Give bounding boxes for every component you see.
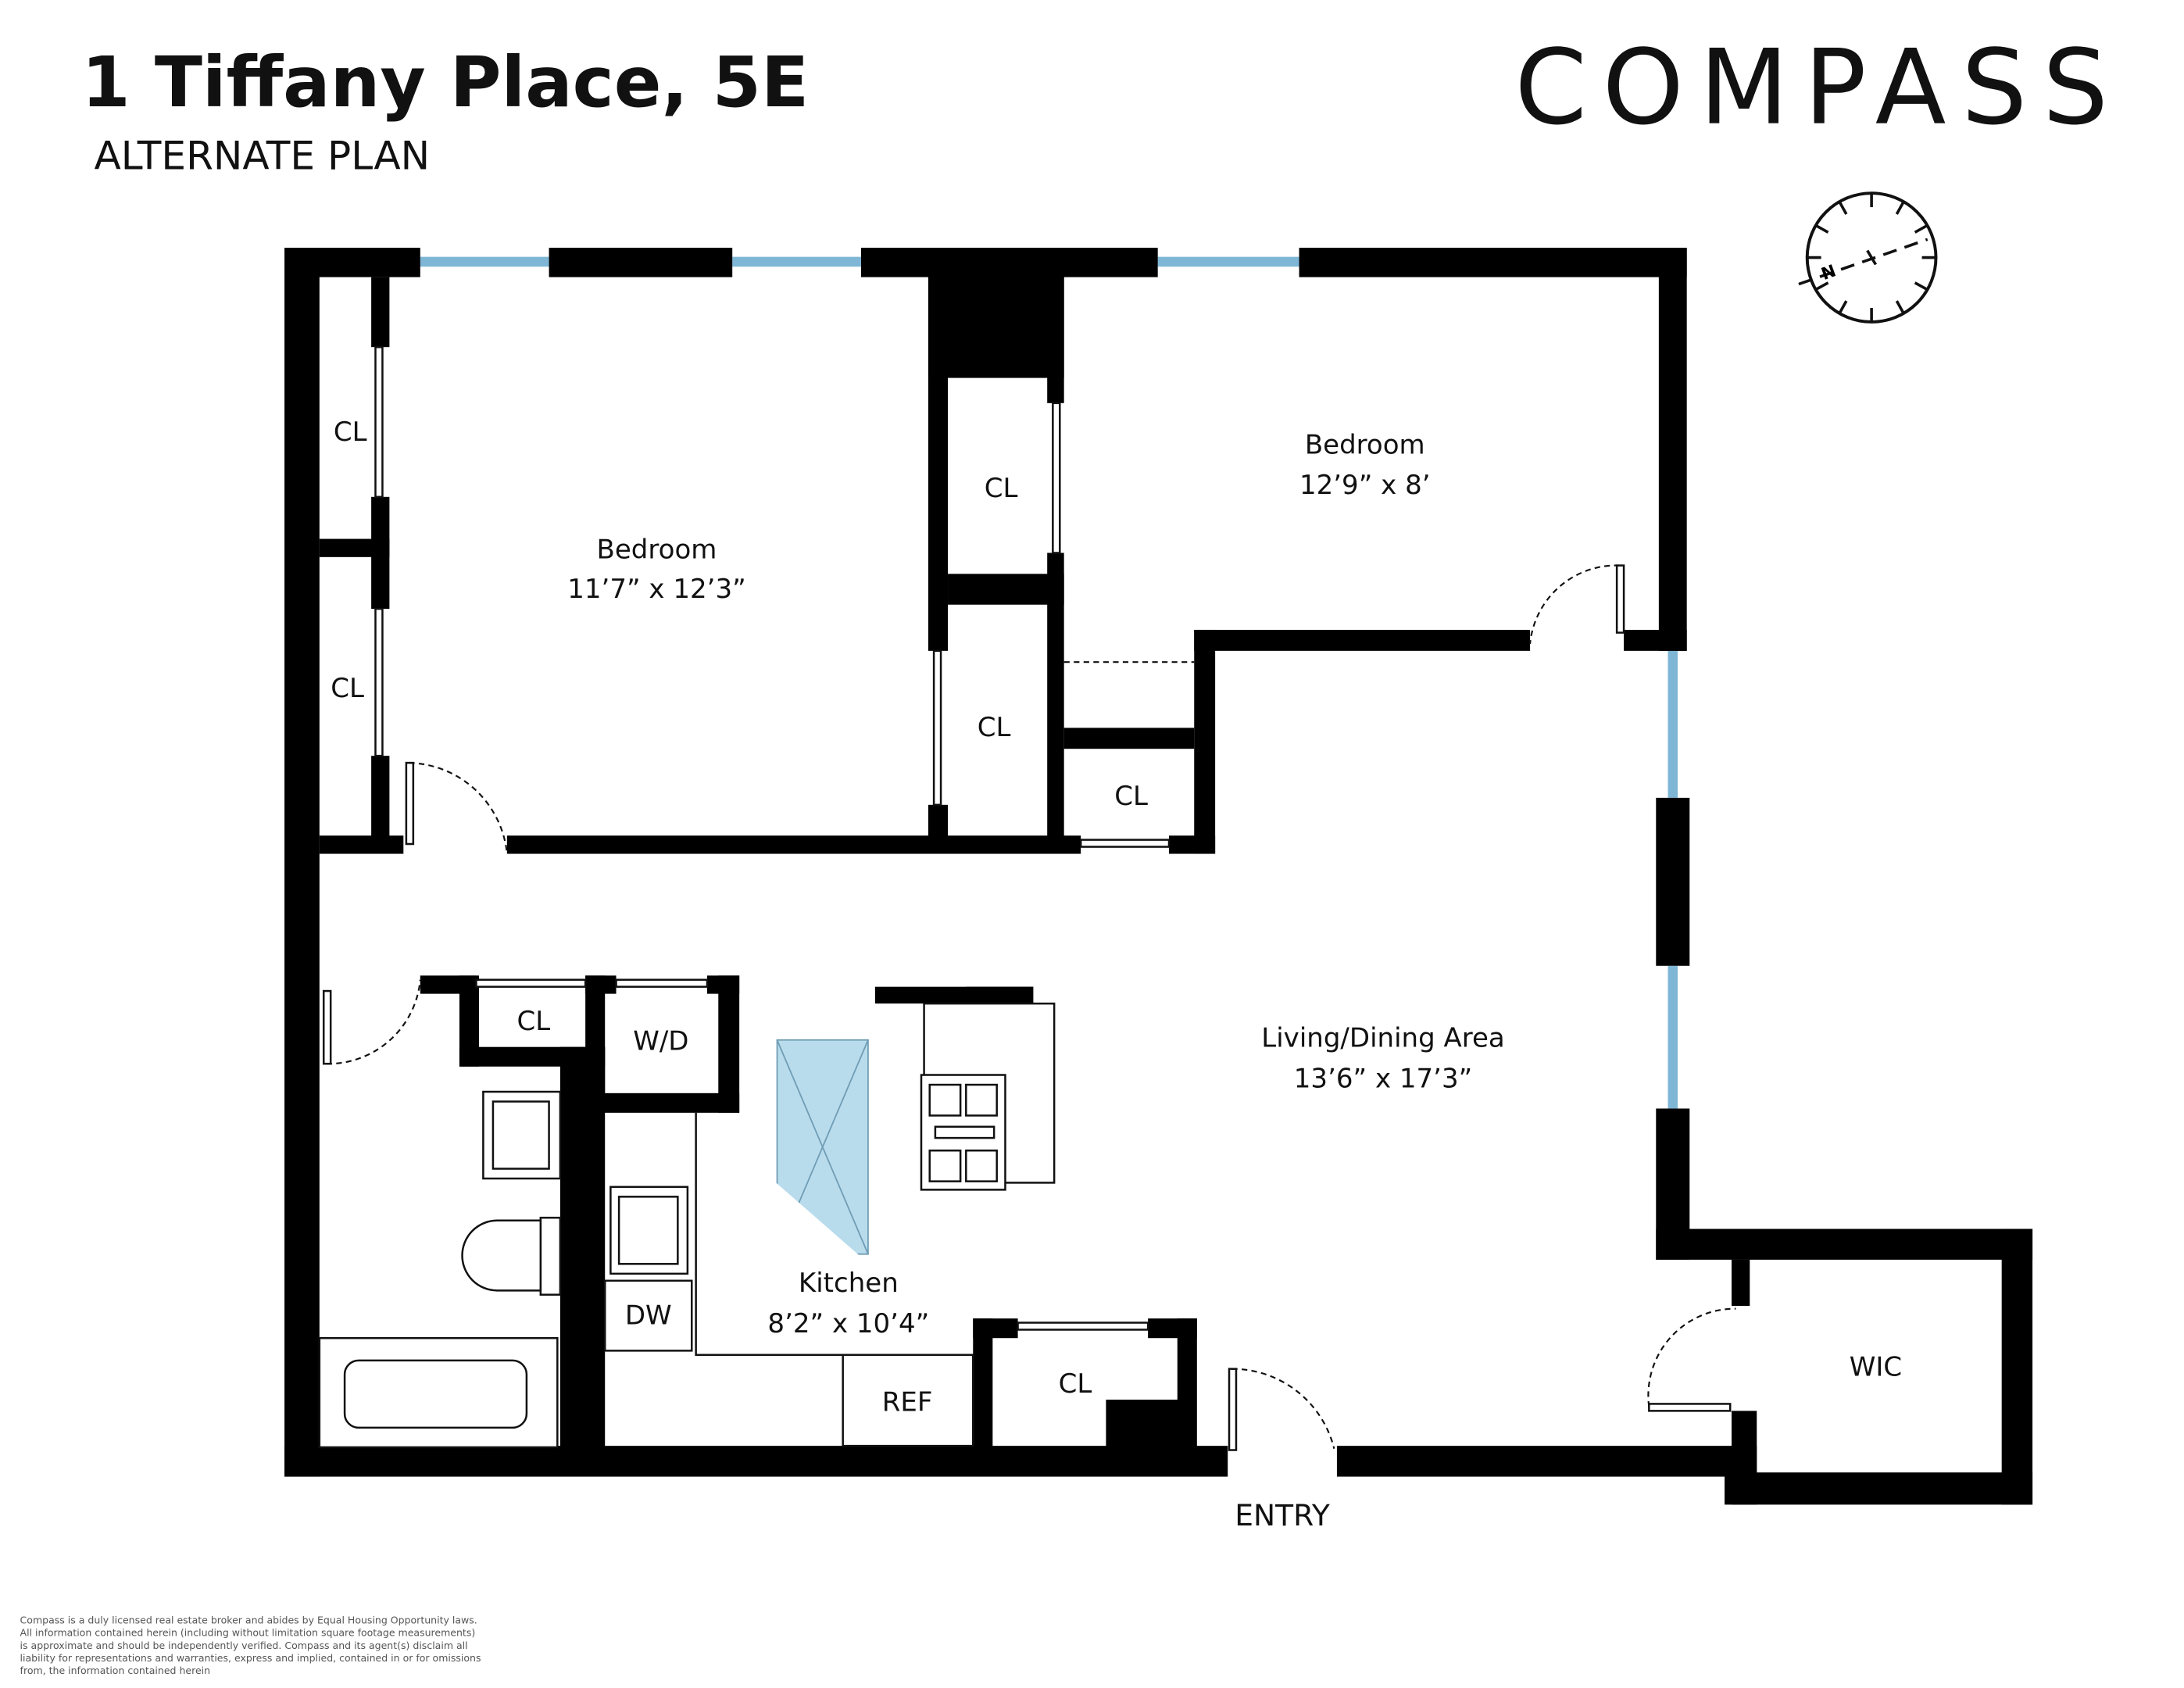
door-swings [322,345,1736,1451]
disclaimer-line: is approximate and should be independent… [20,1640,468,1651]
disclaimer: Compass is a duly licensed real estate b… [20,1615,481,1676]
plan-subtitle: ALTERNATE PLAN [94,133,430,179]
closet-label: CL [334,417,367,448]
bedroom1-dims: 11’7” x 12’3” [567,574,745,605]
logo-text: COMPASS [1514,28,2123,148]
compass-logo: COMPASS [1514,28,2123,148]
windows [420,256,1678,1109]
disclaimer-line: from, the information contained herein [20,1665,211,1676]
north-compass-icon: N [1798,191,1938,324]
disclaimer-line: All information contained herein (includ… [20,1627,476,1639]
kitchen-dims: 8’2” x 10’4” [767,1308,929,1339]
room-labels: CL CL CL CL CL CL CL Bedroom 11’7” x 12’… [331,417,1902,1532]
toilet-icon [539,1216,562,1296]
living-name: Living/Dining Area [1261,1023,1505,1054]
entry-label: ENTRY [1235,1498,1331,1532]
kitchen-name: Kitchen [799,1268,899,1299]
fixtures [318,1002,1056,1449]
washer-dryer-label: W/D [633,1025,688,1057]
closet-label: CL [331,673,364,704]
refrigerator [842,1354,974,1447]
living-dims: 13’6” x 17’3” [1294,1064,1472,1095]
disclaimer-line: Compass is a duly licensed real estate b… [20,1615,477,1626]
closet-label: CL [985,473,1018,504]
closet-label: CL [517,1006,551,1037]
wic-label: WIC [1850,1352,1902,1383]
bedroom2-dims: 12’9” x 8’ [1299,470,1431,501]
closet-label: CL [1114,781,1148,812]
refrigerator-label: REF [882,1386,933,1418]
dishwasher-label: DW [625,1300,672,1331]
listing-title: 1 Tiffany Place, 5E [81,42,809,123]
closet-label: CL [1059,1368,1092,1400]
walls [284,248,2033,1505]
bedroom2-name: Bedroom [1305,429,1425,460]
dishwasher [603,1279,693,1352]
bedroom1-name: Bedroom [597,535,717,566]
north-label: N [1819,261,1839,284]
disclaimer-line: liability for representations and warran… [20,1652,481,1664]
closet-label: CL [978,712,1011,743]
